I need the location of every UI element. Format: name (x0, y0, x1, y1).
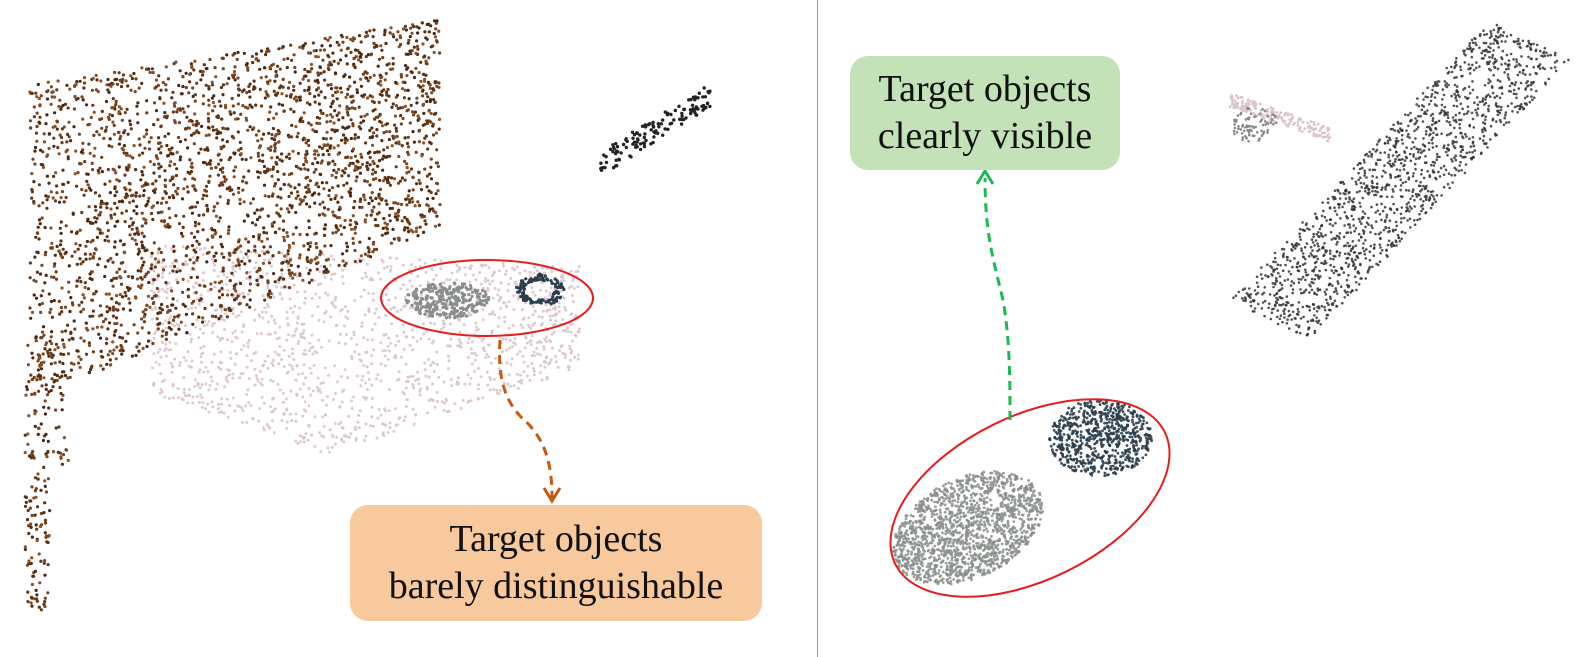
label-right-line2: clearly visible (877, 115, 1093, 157)
floor-point-cloud (149, 244, 581, 454)
distant-fragment-point-cloud (599, 86, 712, 172)
cup-object-point-cloud (1048, 398, 1153, 478)
background-structure-point-cloud (1232, 23, 1570, 337)
pink-fragment-point-cloud (1228, 94, 1332, 143)
highlight-ring-right (889, 398, 1171, 598)
disc-object-point-cloud (891, 470, 1044, 586)
label-clearly-visible: Target objects clearly visible (850, 56, 1120, 170)
label-left-line1: Target objects (449, 518, 663, 560)
arrowhead-right (975, 168, 995, 185)
left-panel (23, 19, 712, 612)
panel-divider (817, 0, 818, 657)
label-barely-distinguishable: Target objects barely distinguishable (350, 505, 762, 621)
label-left-line2: barely distinguishable (388, 565, 724, 607)
wall-edge-points (23, 333, 71, 612)
label-right-line1: Target objects (878, 68, 1092, 110)
highlight-ring-left (380, 259, 594, 337)
dashed-arrow-right (983, 177, 1012, 421)
right-panel (889, 23, 1570, 598)
dashed-arrow-left (498, 339, 554, 499)
wall-point-cloud (28, 19, 442, 396)
target-objects-small (404, 272, 566, 320)
arrowhead-left (542, 487, 562, 504)
